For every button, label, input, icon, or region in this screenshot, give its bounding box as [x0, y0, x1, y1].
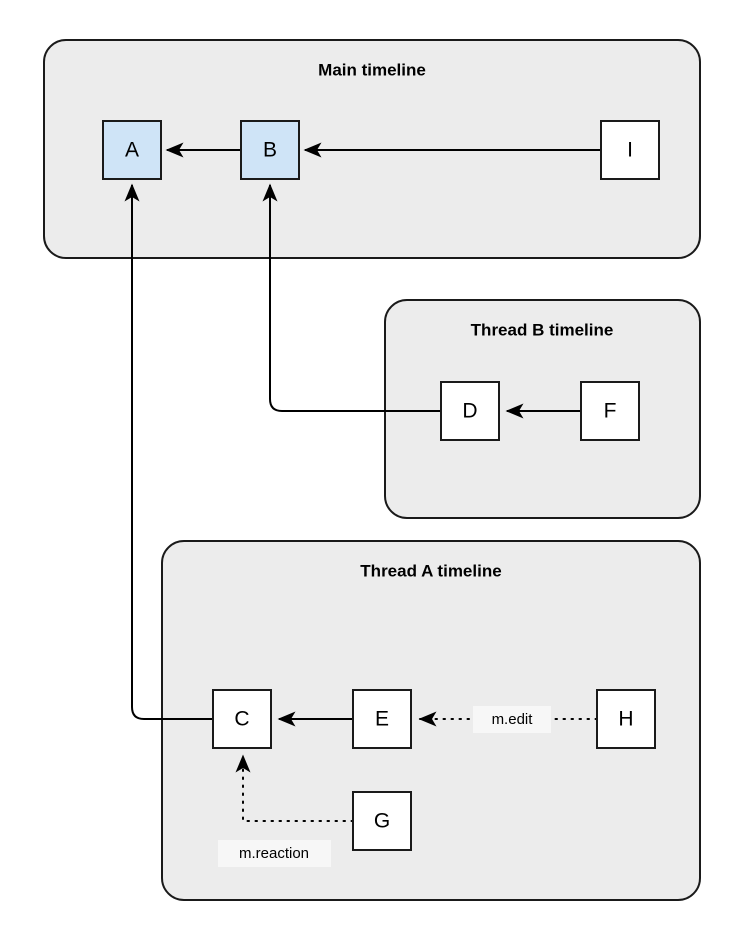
node-F-label: F [604, 400, 617, 423]
node-C-label: C [234, 708, 249, 731]
node-E-label: E [375, 708, 389, 731]
m-edit-label-text: m.edit [492, 711, 534, 728]
node-F-box[interactable] [580, 381, 640, 441]
node-C-box[interactable] [212, 689, 272, 749]
node-B[interactable]: B [240, 120, 300, 180]
node-D-box[interactable] [440, 381, 500, 441]
node-G-box[interactable] [352, 791, 412, 851]
node-D[interactable]: D [440, 381, 500, 441]
edge-label-m-reaction: m.reaction [218, 840, 331, 867]
node-I[interactable]: I [600, 120, 660, 180]
node-H[interactable]: H [596, 689, 656, 749]
node-G[interactable]: G [352, 791, 412, 851]
edge-D-to-B [262, 183, 441, 412]
node-E[interactable]: E [352, 689, 412, 749]
node-B-label: B [263, 139, 277, 162]
m-reaction-label-text: m.reaction [239, 845, 309, 862]
edge-G-to-C [235, 754, 354, 822]
node-H-label: H [618, 708, 633, 731]
node-C[interactable]: C [212, 689, 272, 749]
node-I-label: I [627, 139, 633, 162]
group-main-timeline-title: Main timeline [318, 60, 426, 79]
node-B-box[interactable] [240, 120, 300, 180]
m-edit-label-halo [473, 706, 551, 733]
node-A[interactable]: A [102, 120, 162, 180]
group-thread-b-timeline-title: Thread B timeline [471, 320, 614, 339]
group-thread-b-timeline-box [384, 299, 701, 519]
node-A-label: A [125, 139, 139, 162]
node-D-label: D [462, 400, 477, 423]
m-reaction-label-halo [218, 840, 331, 867]
node-F[interactable]: F [580, 381, 640, 441]
edge-C-to-A [124, 183, 213, 720]
node-E-box[interactable] [352, 689, 412, 749]
group-thread-a-timeline-title: Thread A timeline [360, 561, 501, 580]
node-G-label: G [374, 810, 390, 833]
node-I-box[interactable] [600, 120, 660, 180]
edge-label-m-edit: m.edit [473, 706, 551, 733]
node-H-box[interactable] [596, 689, 656, 749]
node-A-box[interactable] [102, 120, 162, 180]
group-thread-b-timeline: Thread B timeline [384, 299, 701, 519]
